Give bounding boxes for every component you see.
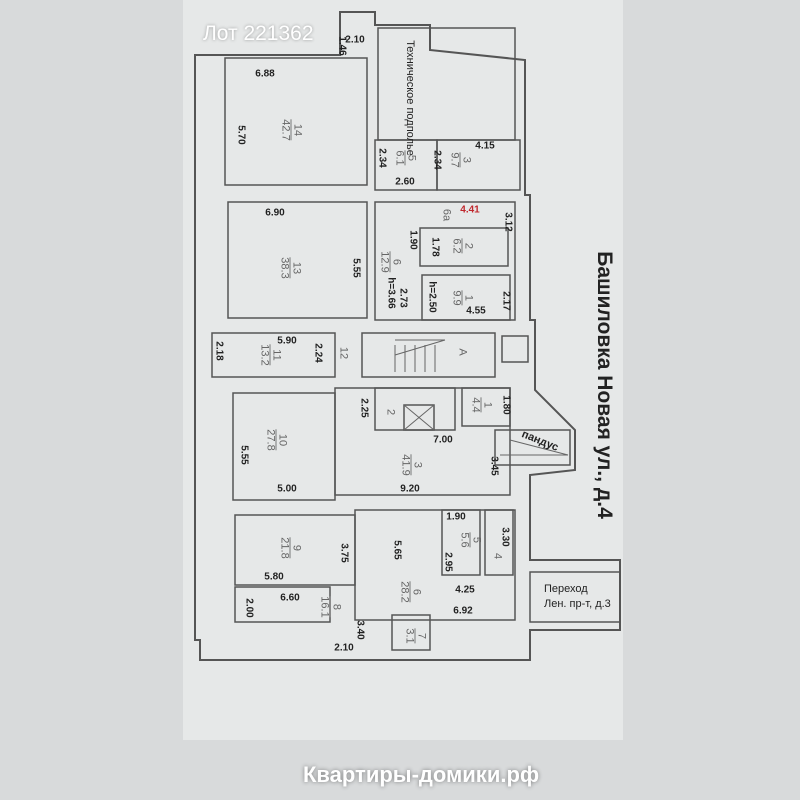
dimension: 4.41	[460, 204, 480, 216]
dimension: 3.12	[502, 212, 514, 232]
dimension: 2.73	[397, 288, 409, 308]
dimension: 1.90	[446, 511, 466, 523]
dimension: 5.90	[277, 335, 297, 347]
room-1	[421, 274, 511, 321]
dimension: 2.34	[431, 150, 443, 170]
passage-box	[529, 571, 621, 623]
dimension: 5.70	[235, 125, 247, 145]
dimension: 2.24	[312, 343, 324, 363]
dimension: 7.00	[433, 434, 453, 446]
dimension: 9.20	[400, 483, 420, 495]
dimension: 3.40	[354, 620, 366, 640]
dimension: 6.88	[255, 68, 275, 80]
dimension: 1.78	[429, 237, 441, 257]
room-5-small	[441, 509, 481, 576]
elevator	[403, 404, 435, 431]
dimension: 6.60	[280, 592, 300, 604]
room-tag: 6а	[440, 208, 453, 222]
room-4	[484, 509, 514, 576]
dimension: 2.18	[213, 341, 225, 361]
dimension: 2.00	[243, 598, 255, 618]
room-13	[227, 201, 368, 319]
dimension: 2.60	[395, 176, 415, 188]
outer-wall	[194, 11, 621, 661]
dimension: 2.34	[376, 148, 388, 168]
dimension: 6.90	[265, 207, 285, 219]
room-3	[436, 139, 521, 191]
room-1-small	[461, 387, 511, 427]
room-tag: А	[456, 348, 469, 356]
room-7	[391, 614, 431, 651]
dimension: 5.55	[350, 258, 362, 278]
room-2	[419, 227, 509, 267]
dimension: 5.00	[277, 483, 297, 495]
floor-plan-paper	[183, 0, 623, 740]
street-address: Башиловка Новая ул., д.4	[593, 251, 616, 519]
dimension: 2.17	[500, 291, 512, 311]
dimension: h=2.50	[426, 281, 438, 313]
dimension: 5.55	[238, 445, 250, 465]
room-8	[234, 586, 331, 623]
room-14	[224, 57, 368, 186]
dimension: 4.55	[466, 305, 486, 317]
watermark: Квартиры-домики.рф	[303, 762, 540, 787]
passage-line1: Переход	[544, 583, 588, 595]
passage-label: Переход Лен. пр-т, д.3	[544, 582, 611, 612]
room-6	[354, 509, 516, 621]
dimension: 5.65	[391, 540, 403, 560]
dimension: 2.95	[442, 552, 454, 572]
room-tag: 12	[337, 346, 350, 360]
dimension: 1.90	[407, 230, 419, 250]
dimension: h=3.66	[385, 277, 397, 309]
ramp-box	[494, 429, 571, 466]
dimension: 1.80	[500, 395, 512, 415]
dimension: 2.10	[345, 34, 365, 46]
dimension: 3.45	[488, 456, 500, 476]
dimension: 3.30	[499, 527, 511, 547]
stairs-lines	[394, 339, 569, 456]
room-11	[211, 332, 336, 378]
tech-underfloor	[377, 27, 516, 141]
dimension: 6.92	[453, 605, 473, 617]
dimension: 3.75	[338, 543, 350, 563]
tech-underfloor-label: Техническое подполье	[404, 40, 416, 156]
shaft	[501, 335, 529, 363]
room-tag: 2	[384, 408, 397, 416]
dimension: 4.25	[455, 584, 475, 596]
dimension: 4.15	[475, 140, 495, 152]
stair-a	[361, 332, 496, 378]
dimension: 2.10	[334, 642, 354, 654]
dimension: 1.46	[336, 36, 348, 56]
passage-line2: Лен. пр-т, д.3	[544, 598, 611, 610]
room-tag: 4	[491, 552, 504, 560]
dimension: 2.25	[358, 398, 370, 418]
dimension: 5.80	[264, 571, 284, 583]
lot-title: Лот 221362	[203, 22, 314, 45]
